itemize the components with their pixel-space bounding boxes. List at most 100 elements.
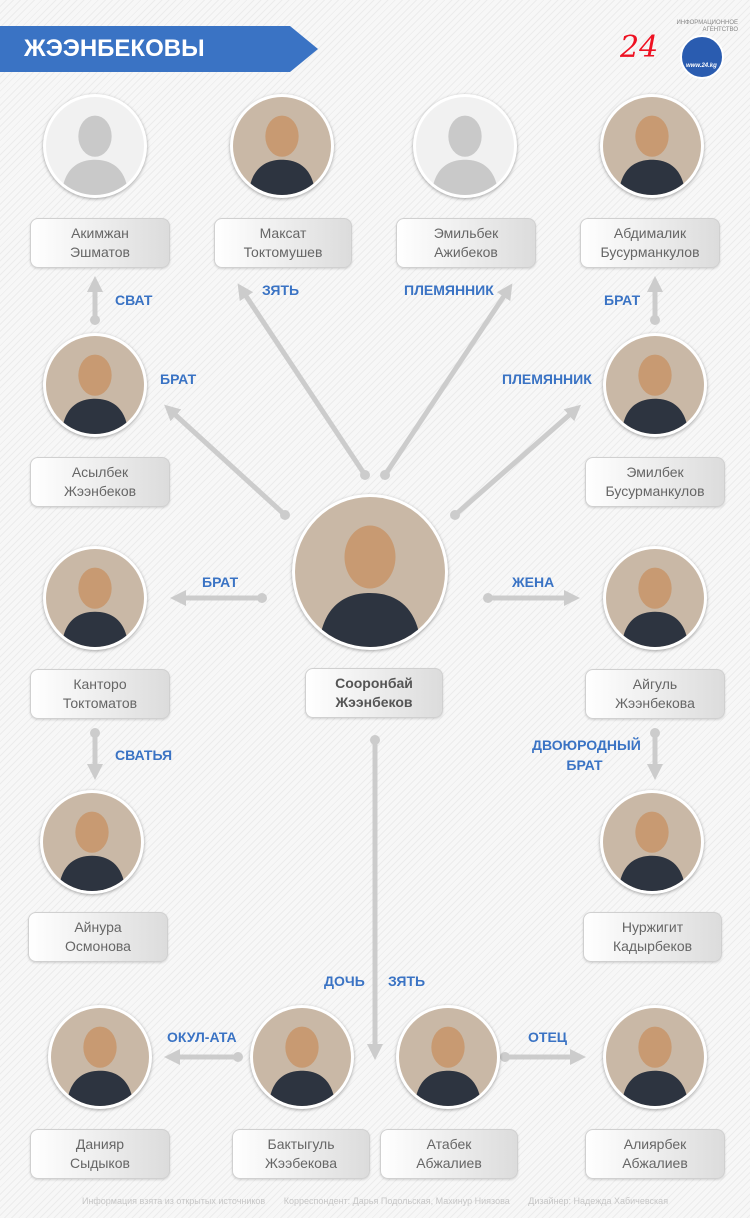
avatar-nurzhigit <box>600 790 704 894</box>
arrow-plemyannik <box>382 283 513 477</box>
last-name: Жээнбекова <box>615 695 695 711</box>
relation-label: СВАТЬЯ <box>115 747 173 763</box>
last-name: Токтоматов <box>62 695 138 711</box>
relation-label: ДВОЮРОДНЫЙ БРАТ <box>532 735 641 775</box>
person-photo <box>603 793 701 891</box>
title-banner: ЖЭЭНБЕКОВЫ <box>0 26 318 72</box>
last-name: Абжалиев <box>622 1155 688 1171</box>
first-name: Айгуль <box>632 676 678 692</box>
avatar-maksat <box>230 94 334 198</box>
relation-label-line: БРАТ <box>566 757 603 773</box>
avatar-sooronbai <box>292 494 448 650</box>
avatar-aliyarbek <box>603 1005 707 1109</box>
last-name: Бусурманкулов <box>605 483 705 499</box>
avatar-emilbek_b <box>603 333 707 437</box>
first-name: Эмильбек <box>433 225 499 241</box>
relation-label: ЖЕНА <box>512 574 555 590</box>
relation-label: ОТЕЦ <box>528 1029 568 1045</box>
relation-label: БРАТ <box>604 292 641 308</box>
first-name: Асылбек <box>71 464 129 480</box>
person-photo <box>43 793 141 891</box>
page-title: ЖЭЭНБЕКОВЫ <box>24 35 205 62</box>
person-photo <box>399 1008 497 1106</box>
first-name: Нуржигит <box>621 919 684 935</box>
logo-number: 24 <box>620 30 659 65</box>
last-name: Эшматов <box>70 244 130 260</box>
footer-correspondent: Корреспондент: Дарья Подольская, Махинур… <box>283 1196 510 1206</box>
relation-label: ДОЧЬ <box>324 973 365 989</box>
relation-label: БРАТ <box>160 371 197 387</box>
relation-label: ЗЯТЬ <box>388 973 426 989</box>
relation-label-line: ДВОЮРОДНЫЙ <box>532 737 641 753</box>
avatar-daniyar <box>48 1005 152 1109</box>
avatar-ainura <box>40 790 144 894</box>
person-photo <box>253 1008 351 1106</box>
relation-label: ОКУЛ-АТА <box>167 1029 237 1045</box>
first-name: Эмилбек <box>626 464 684 480</box>
first-name: Атабек <box>426 1136 472 1152</box>
last-name: Ажибеков <box>434 244 498 260</box>
last-name: Бусурманкулов <box>600 244 700 260</box>
first-name: Данияр <box>75 1136 125 1152</box>
last-name: Жээбекова <box>265 1155 337 1171</box>
arrow-brat-asylbek <box>164 404 287 517</box>
first-name: Сооронбай <box>335 675 413 691</box>
last-name: Абжалиев <box>416 1155 482 1171</box>
logo-text: ИНФОРМАЦИОННОЕ АГЕНТСТВО <box>676 20 738 33</box>
person-photo <box>233 97 331 195</box>
first-name: Бактыгуль <box>267 1136 335 1152</box>
person-photo <box>295 497 445 647</box>
avatar-asylbek <box>43 333 147 437</box>
last-name: Жээнбеков <box>335 694 413 710</box>
avatar-atabek <box>396 1005 500 1109</box>
person-silhouette-icon <box>416 97 514 195</box>
relation-label: ЗЯТЬ <box>262 282 300 298</box>
last-name: Кадырбеков <box>612 938 693 954</box>
first-name: Алиярбек <box>623 1136 687 1152</box>
avatar-kantoro <box>43 546 147 650</box>
avatar-baktygul <box>250 1005 354 1109</box>
footer-credits: Информация взята из открытых источников … <box>0 1196 750 1206</box>
arrow-zyat <box>237 283 368 477</box>
footer-designer: Дизайнер: Надежда Хабичевская <box>528 1196 669 1206</box>
avatar-emilbek_a <box>413 94 517 198</box>
logo-url: www.24.kg <box>686 63 717 69</box>
logo-24kg: 24 ИНФОРМАЦИОННОЕ АГЕНТСТВО www.24.kg <box>620 18 745 79</box>
person-photo <box>606 1008 704 1106</box>
first-name: Акимжан <box>71 225 129 241</box>
person-photo <box>46 336 144 434</box>
last-name: Жээнбеков <box>63 483 137 499</box>
person-photo <box>606 549 704 647</box>
first-name: Айнура <box>74 919 122 935</box>
person-photo <box>603 97 701 195</box>
first-name: Максат <box>259 225 307 241</box>
first-name: Абдималик <box>613 225 687 241</box>
avatar-akimzhan <box>43 94 147 198</box>
avatar-aigul <box>603 546 707 650</box>
first-name: Канторо <box>73 676 127 692</box>
relation-label: БРАТ <box>202 574 239 590</box>
last-name: Токтомушев <box>243 244 323 260</box>
person-silhouette-icon <box>46 97 144 195</box>
last-name: Сыдыков <box>70 1155 130 1171</box>
clock-icon: www.24.kg <box>680 35 724 79</box>
relation-label: СВАТ <box>115 292 153 308</box>
relation-label: ПЛЕМЯННИК <box>502 371 592 387</box>
relation-label: ПЛЕМЯННИК <box>404 282 494 298</box>
